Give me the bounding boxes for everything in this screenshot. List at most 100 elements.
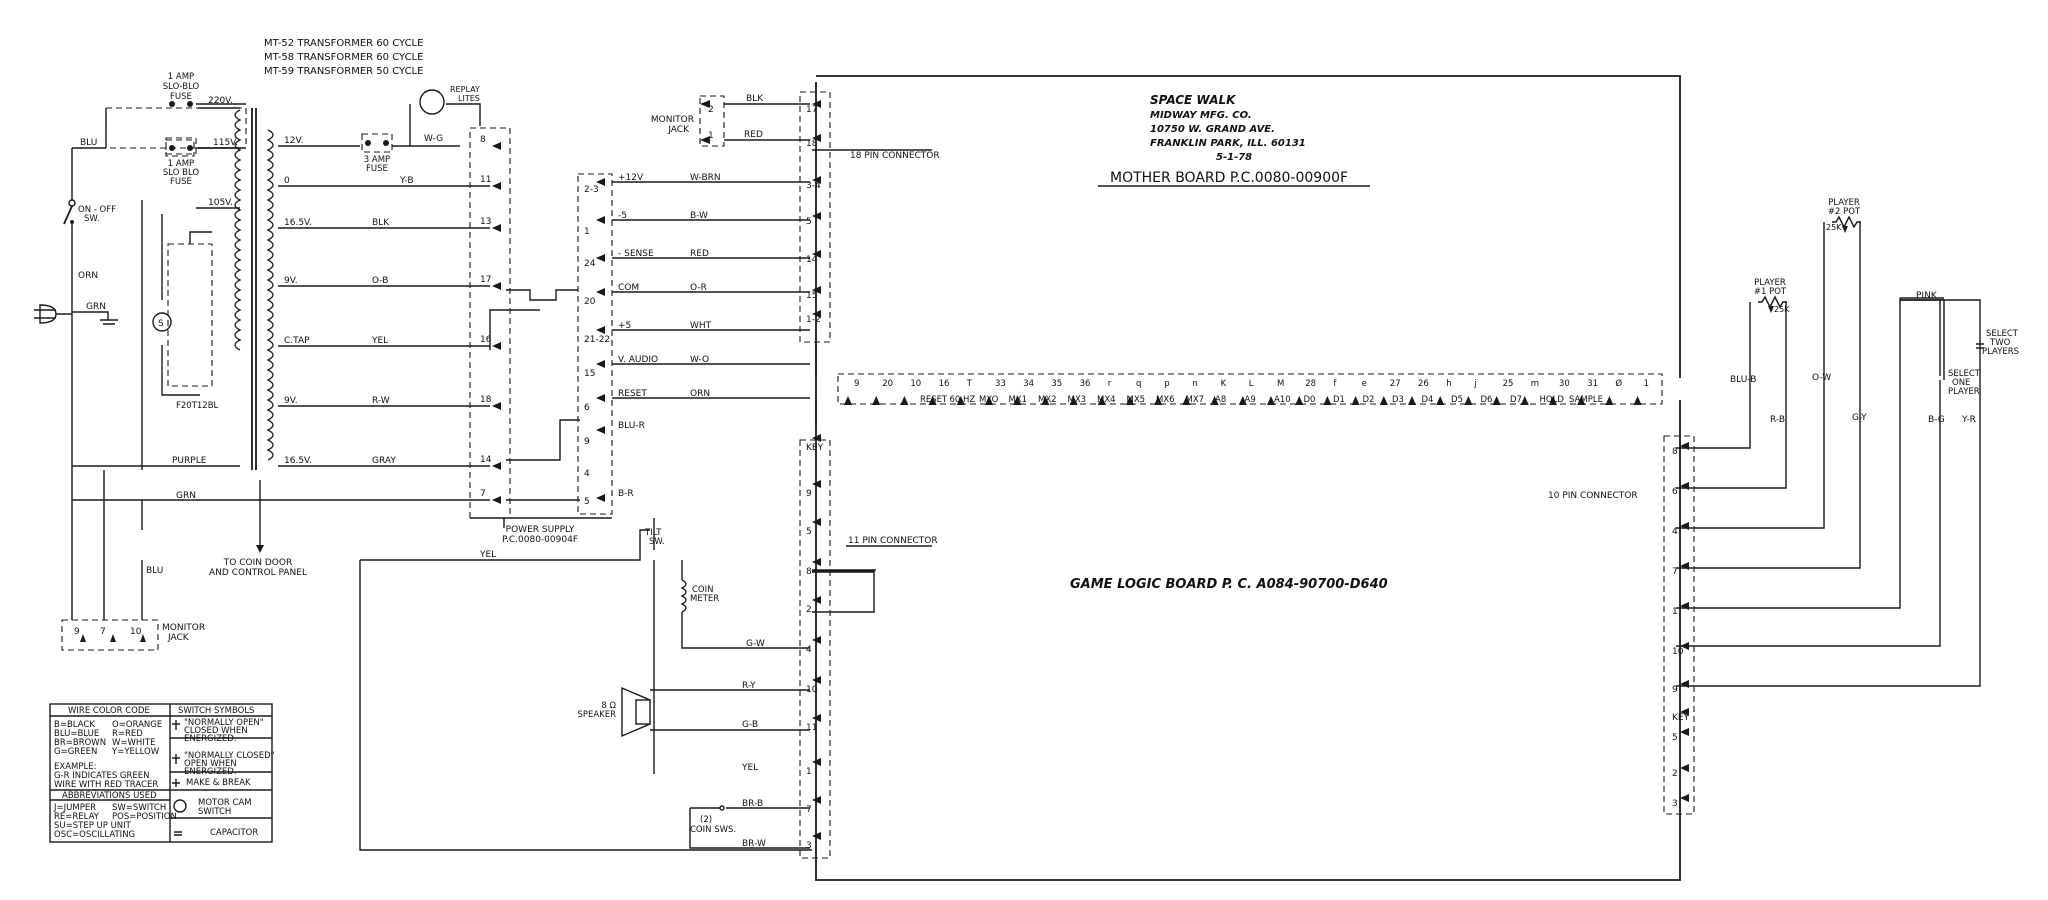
mb-header-number: 1 [1644, 379, 1649, 389]
wire-r-w: R-W [372, 396, 390, 406]
svg-text:TILT: TILT [644, 528, 662, 538]
ps-left-pin: 14 [480, 455, 492, 465]
svg-text:JACK: JACK [667, 125, 690, 135]
svg-text:POWER SUPPLY: POWER SUPPLY [506, 525, 575, 535]
pin18-number: 15 [806, 291, 817, 301]
select-two-label: SELECT TWO PLAYERS [1982, 329, 2019, 357]
svg-text:SW=SWITCH: SW=SWITCH [112, 803, 166, 813]
svg-text:JACK: JACK [167, 633, 190, 643]
speaker-label: 8 Ω SPEAKER [577, 701, 616, 720]
wire-gray: GRAY [372, 456, 396, 466]
mb-header-arrow [1379, 396, 1388, 405]
pin18-number: 3-4 [806, 181, 821, 191]
wire-blu-top: BLU [80, 138, 97, 148]
ps-left-pin-arrow [492, 224, 501, 232]
pin18-number: 14 [806, 255, 818, 265]
ps-left-pin: 8 [480, 135, 486, 145]
wire-orn: ORN [78, 271, 98, 281]
pin10-arrow [1680, 708, 1689, 716]
mb-header-name: MX7 [1186, 395, 1205, 405]
wire-grn-bottom: GRN [176, 491, 196, 501]
svg-text:COIN: COIN [692, 585, 714, 595]
mb-header-number: j [1473, 379, 1476, 389]
ps-right-pin: 5 [584, 497, 590, 507]
player1-pot [1758, 295, 1787, 313]
svg-text:SELECT: SELECT [1948, 369, 1981, 379]
ps-right-pin: 20 [584, 297, 596, 307]
motherboard-outline [815, 75, 1681, 881]
svg-text:AND CONTROL PANEL: AND CONTROL PANEL [209, 568, 307, 578]
mb-header-number: M [1277, 379, 1284, 389]
ps-left-pin: 16 [480, 335, 492, 345]
monitor-jack-top-label: MONITOR JACK [651, 115, 694, 135]
mb-header-number: 20 [882, 379, 893, 389]
mb-header-arrow [844, 396, 852, 405]
pin10-number: 6 [1672, 487, 1678, 497]
right-wire-label: B-G [1928, 415, 1945, 425]
mb-header-number: 26 [1418, 379, 1429, 389]
svg-text:PLAYERS: PLAYERS [1982, 347, 2019, 357]
mb-header-number: n [1192, 379, 1197, 389]
svg-text:SWITCH: SWITCH [198, 807, 231, 817]
pin18-number: 1-2 [806, 315, 821, 325]
ps-output-arrow [596, 254, 605, 262]
mb-header-name: RESET [920, 395, 948, 405]
svg-text:1 AMP: 1 AMP [168, 159, 194, 169]
svg-text:TO COIN DOOR: TO COIN DOOR [223, 558, 292, 568]
mb-header-arrow [1549, 396, 1557, 405]
volt-9a: 9V. [284, 276, 298, 286]
mb-header-arrow [1097, 396, 1106, 405]
mb-header-arrow [1605, 396, 1614, 405]
transformer-list: MT-52 TRANSFORMER 60 CYCLE MT-58 TRANSFO… [264, 38, 423, 77]
pin11-number: 8 [806, 567, 812, 577]
player2-pot [1832, 215, 1861, 233]
svg-text:CAPACITOR: CAPACITOR [210, 828, 258, 838]
svg-text:WIRE WITH RED TRACER: WIRE WITH RED TRACER [54, 780, 158, 790]
ps-right-pin: 1 [584, 227, 590, 237]
svg-text:COIN SWS.: COIN SWS. [690, 825, 736, 835]
mb-header-number: 9 [854, 379, 859, 389]
mb-header-name: D2 [1363, 395, 1375, 405]
pin10-number: 10 [1672, 647, 1684, 657]
mb-header-name: D1 [1333, 395, 1345, 405]
mid-wire-label: ORN [690, 389, 710, 399]
mb-header-number: 35 [1051, 379, 1062, 389]
transformer-line-1: MT-52 TRANSFORMER 60 CYCLE [264, 38, 423, 49]
mb-header-arrow [1182, 396, 1191, 405]
fuse-mid-label: 1 AMP SLO BLO FUSE [163, 159, 199, 187]
pin10-arrow [1680, 522, 1689, 530]
right-wire-label: Y-R [1961, 415, 1976, 425]
pin11-wire-label: R-Y [742, 681, 756, 691]
volt-0: 0 [284, 176, 290, 186]
pin11-arrow [812, 596, 821, 604]
mb-header-arrow [928, 396, 937, 405]
svg-text:MAKE & BREAK: MAKE & BREAK [186, 778, 251, 788]
svg-text:"NORMALLY CLOSED": "NORMALLY CLOSED" [184, 751, 275, 761]
mid-wire-label: WHT [690, 321, 712, 331]
title-game: SPACE WALK [1150, 93, 1237, 107]
title-city: FRANKLIN PARK, ILL. 60131 [1150, 138, 1306, 149]
mb-header-name: D4 [1422, 395, 1434, 405]
top-jack-wire-red: RED [744, 130, 763, 140]
svg-text:1 AMP: 1 AMP [168, 72, 194, 82]
mb-header-number: e [1362, 379, 1367, 389]
mb-header-number: T [966, 379, 973, 389]
ps-output-label: +12V [618, 173, 644, 183]
svg-text:R=RED: R=RED [112, 729, 143, 739]
svg-text:Y=YELLOW: Y=YELLOW [111, 747, 160, 757]
pin11-number: 9 [806, 489, 812, 499]
svg-text:B=BLACK: B=BLACK [54, 720, 95, 730]
ps-right-connector [577, 173, 613, 515]
pin18-number: 17 [806, 105, 817, 115]
pin11-arrow [812, 518, 821, 526]
mb-header-number: 25 [1503, 379, 1514, 389]
pin11-number: 10 [806, 685, 818, 695]
mb-header-arrow [1013, 396, 1022, 405]
svg-text:BR=BROWN: BR=BROWN [54, 738, 106, 748]
mb-header-name: MX1 [1009, 395, 1028, 405]
power-supply-label: POWER SUPPLY P.C.0080-00904F [502, 525, 578, 545]
mid-wire-label: O-R [690, 283, 707, 293]
